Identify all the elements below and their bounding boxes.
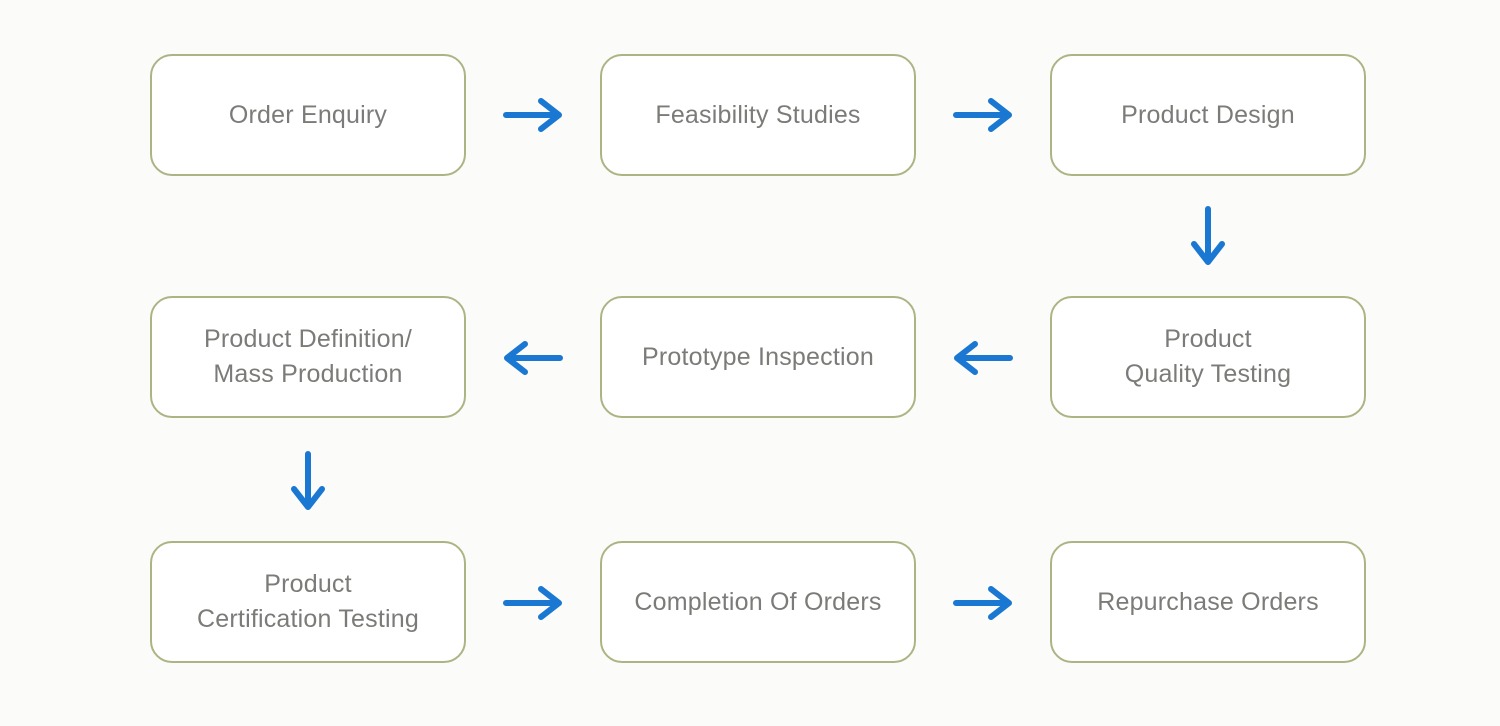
node-label: Repurchase Orders [1097,587,1319,616]
flow-node-repurchase-orders: Repurchase Orders [1050,541,1366,663]
flow-node-product-definition-mass-production: Product Definition/ Mass Production [150,296,466,418]
flow-node-order-enquiry: Order Enquiry [150,54,466,176]
connector-product-definition-to-certification-testing [284,445,332,517]
node-label: Product Design [1121,100,1295,129]
arrow-down-icon [291,451,325,510]
arrow-left-icon [504,341,563,375]
node-label: Prototype Inspection [642,342,874,371]
arrow-right-icon [503,98,562,132]
node-label: Order Enquiry [228,100,388,129]
connector-feasibility-studies-to-product-design [947,91,1019,139]
connector-completion-of-orders-to-repurchase-orders [947,579,1019,627]
node-label: Product [264,570,352,598]
node-label-line2: Certification Testing [197,605,419,633]
arrow-down-icon [1191,206,1225,265]
flow-node-prototype-inspection: Prototype Inspection [600,296,916,418]
flow-node-product-design: Product Design [1050,54,1366,176]
connector-product-quality-testing-to-prototype-inspection [947,334,1019,382]
flow-node-completion-of-orders: Completion Of Orders [600,541,916,663]
flow-node-product-quality-testing: Product Quality Testing [1050,296,1366,418]
node-label-line2: Quality Testing [1124,360,1292,388]
node-label-line2: Mass Production [213,360,403,388]
flow-node-product-certification-testing: Product Certification Testing [150,541,466,663]
node-label: Product [1164,325,1252,353]
connector-product-design-to-product-quality-testing [1184,200,1232,272]
arrow-left-icon [954,341,1013,375]
connector-order-enquiry-to-feasibility-studies [497,91,569,139]
node-label: Completion Of Orders [634,587,882,616]
arrow-right-icon [953,98,1012,132]
connector-certification-testing-to-completion-of-orders [497,579,569,627]
node-label: Product Definition/ [203,325,413,353]
node-label: Feasibility Studies [655,100,861,129]
arrow-right-icon [503,586,562,620]
flow-node-feasibility-studies: Feasibility Studies [600,54,916,176]
connector-prototype-inspection-to-product-definition [497,334,569,382]
arrow-right-icon [953,586,1012,620]
